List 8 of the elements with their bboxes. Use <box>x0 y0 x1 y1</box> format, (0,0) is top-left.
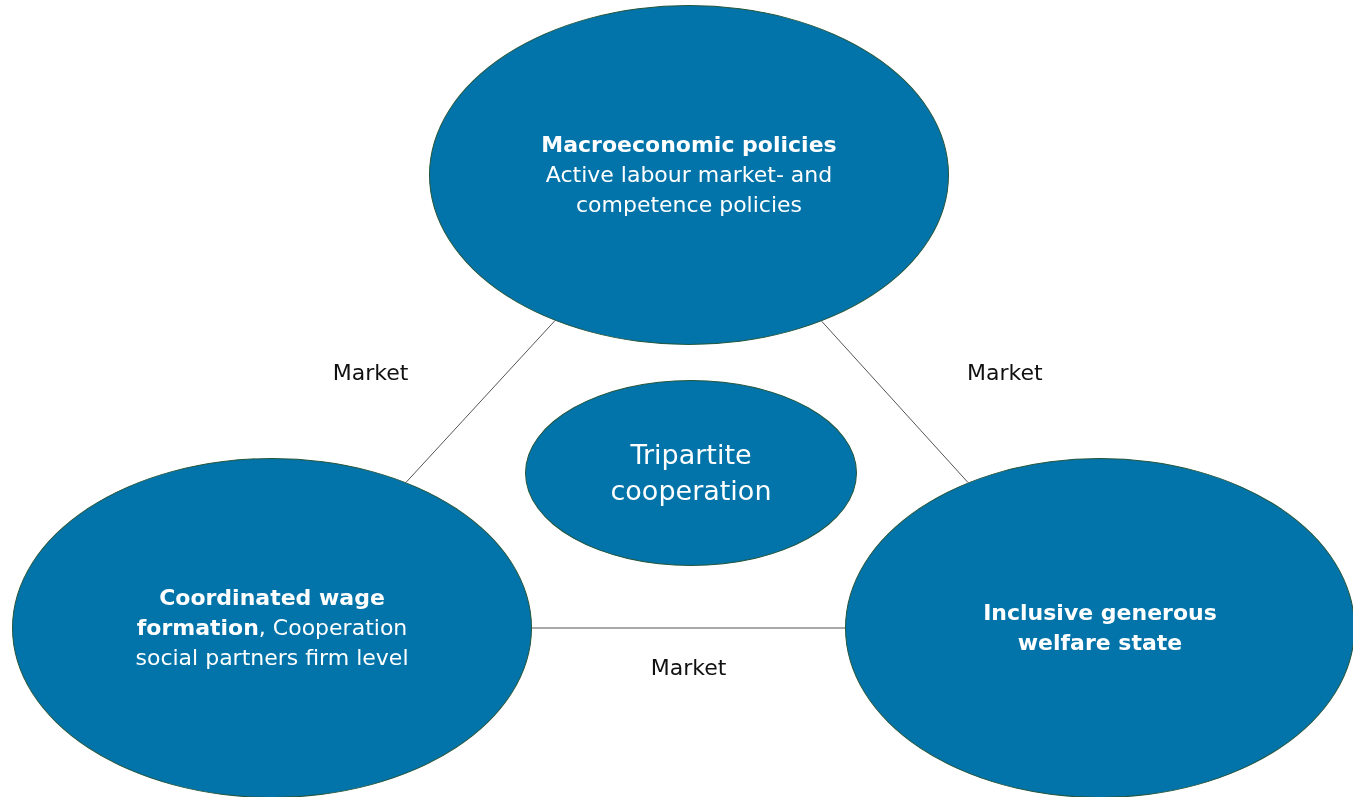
node-text: Active labour market- and competence policies <box>544 161 834 219</box>
node-text: Tripartite cooperation <box>609 437 773 508</box>
node-heading: Macroeconomic policies <box>541 131 837 160</box>
node-text: Inclusive generous welfare state <box>982 599 1218 657</box>
node-text: Coordinated wage formation, Cooperation social partners firm level <box>134 584 410 672</box>
connector-line <box>531 627 846 629</box>
connector-line <box>821 320 969 484</box>
connector-line <box>405 320 556 483</box>
